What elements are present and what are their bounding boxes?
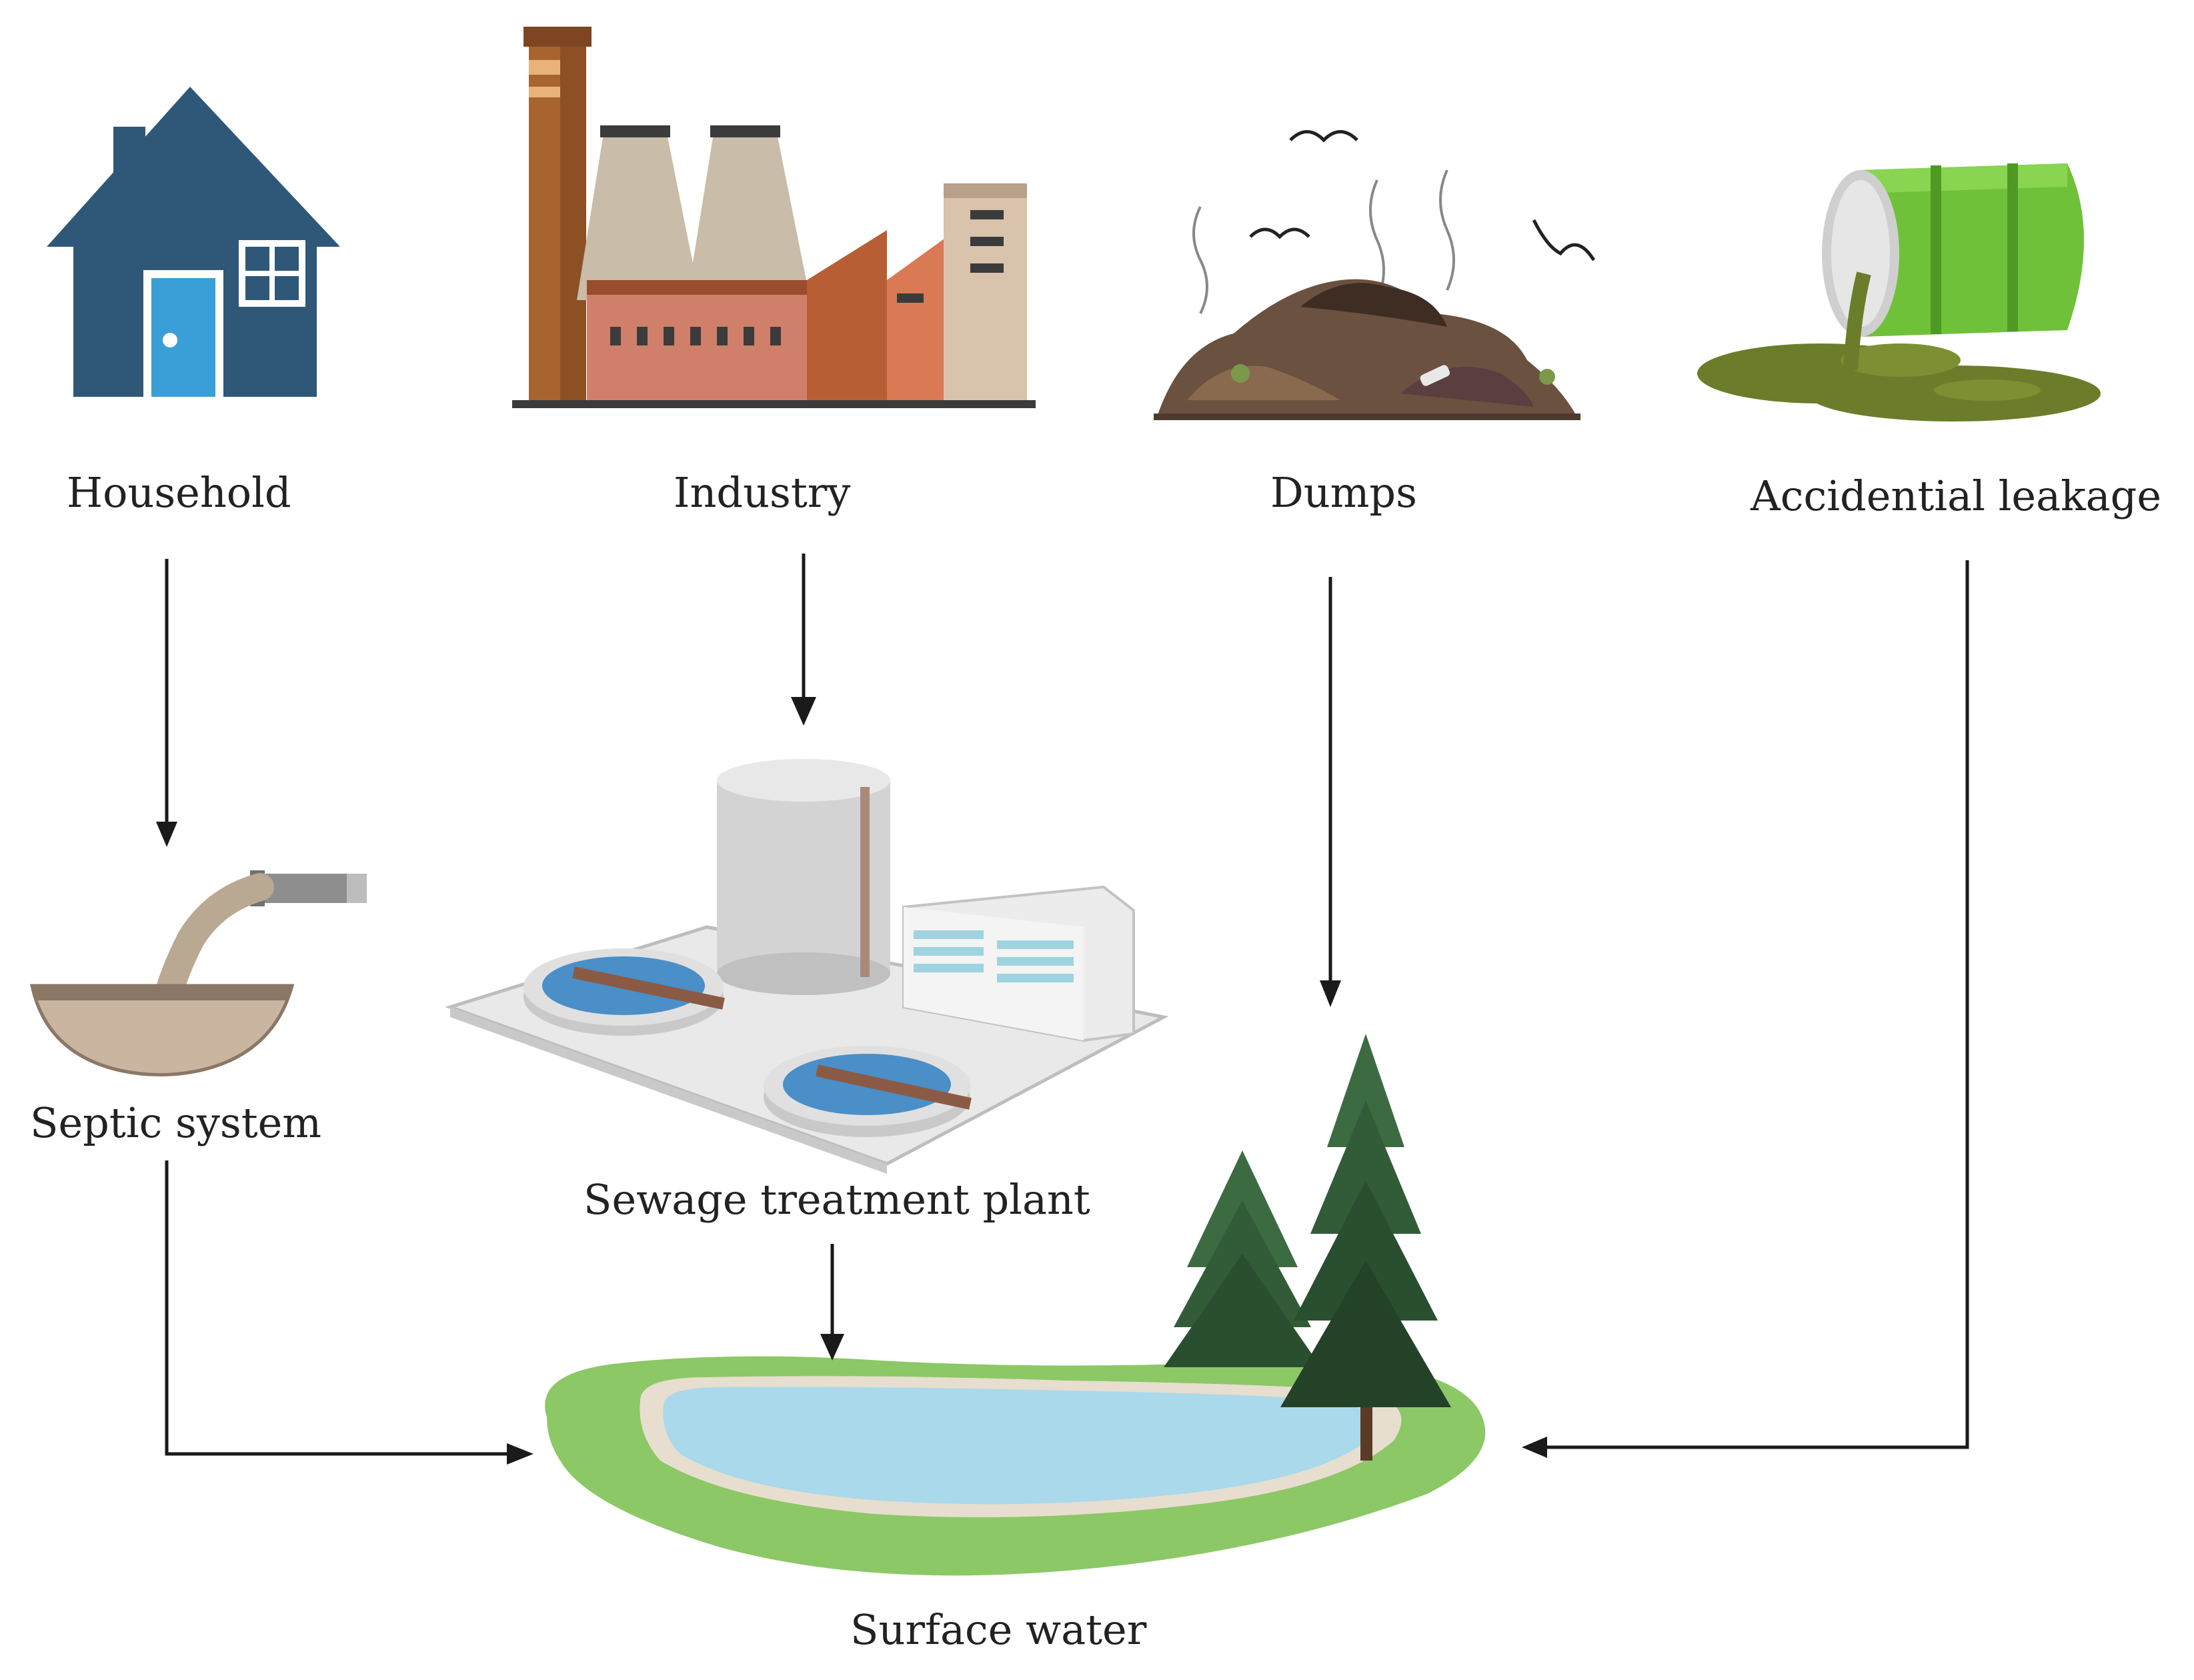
spilled-barrel-icon bbox=[1697, 163, 2101, 422]
flow-leakage-to-surface-water bbox=[1522, 560, 1969, 1458]
accidential-leakage-label: Accidential leakage bbox=[1750, 472, 2161, 520]
factory-icon bbox=[512, 27, 1036, 408]
treatment-plant-icon bbox=[445, 759, 1169, 1174]
surface-water-label: Surface water bbox=[850, 1605, 1147, 1654]
industry-label: Industry bbox=[674, 468, 850, 517]
flow-industry-to-sewage bbox=[791, 554, 816, 726]
flow-sewage-to-surface-water bbox=[820, 1244, 844, 1361]
septic-tank-icon bbox=[29, 870, 367, 1076]
garbage-dump-icon bbox=[1154, 130, 1596, 420]
septic-system-label: Septic system bbox=[30, 1098, 321, 1147]
dumps-label: Dumps bbox=[1270, 468, 1417, 517]
sewage-treatment-plant-label: Sewage treatment plant bbox=[584, 1175, 1090, 1224]
flow-septic-to-surface-water bbox=[165, 1160, 533, 1465]
flow-dumps-to-surface-water bbox=[1320, 577, 1341, 1007]
pond-icon bbox=[545, 1356, 1486, 1576]
household-label: Household bbox=[67, 468, 291, 517]
pine-trees-icon bbox=[1164, 1034, 1451, 1461]
flow-household-to-septic bbox=[156, 559, 177, 847]
house-icon bbox=[47, 87, 340, 397]
